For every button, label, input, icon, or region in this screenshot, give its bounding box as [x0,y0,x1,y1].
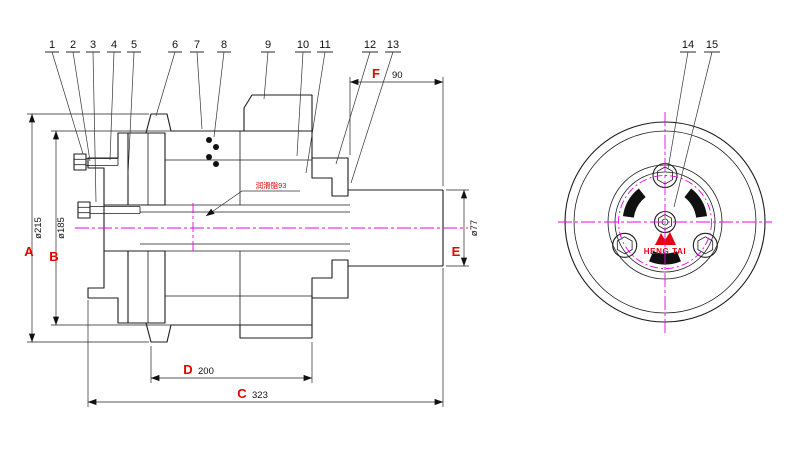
callout-13: 13 [387,39,399,51]
callout-8: 8 [221,39,227,51]
callout-9: 9 [265,39,271,51]
callout-10: 10 [297,39,309,51]
leader-arrow [205,190,300,217]
cover-bolts [612,162,718,258]
callout-6: 6 [172,39,178,51]
dim-letter-E: E [452,244,461,259]
dim-letter-B: B [49,249,58,264]
dim-value-B: ø185 [56,217,67,239]
centerlines [75,112,772,334]
callout-7: 7 [194,39,200,51]
callout-4: 4 [111,39,117,51]
dim-value-E: ø77 [469,220,480,236]
dim-value-C: 323 [252,390,268,401]
callout-leaders [51,51,713,208]
bolt-circle [618,175,712,269]
callout-2: 2 [70,39,76,51]
roller-body [104,94,350,343]
axle-bolt-lower [77,201,141,219]
logo-mountain-icon [655,232,676,245]
callout-3: 3 [90,39,96,51]
section-view: 润滑脂93 A ø215 B ø185 C 323 D [24,66,480,407]
bracket-section [243,94,313,132]
dim-letter-C: C [237,386,247,401]
grease-note: 润滑脂93 [205,180,300,217]
cover-bolt-upper [73,153,119,171]
dim-letter-D: D [183,362,192,377]
callout-11: 11 [319,39,330,51]
seal-collar [311,157,349,299]
callout-5: 5 [131,39,137,51]
callout-12: 12 [364,39,376,51]
dim-letter-F: F [372,66,380,81]
dim-letter-A: A [24,244,34,259]
part-callouts: 1 2 3 4 5 6 7 8 9 10 11 12 13 14 15 [45,39,720,208]
seal-rings [206,137,219,167]
callout-1: 1 [49,39,55,51]
callout-14: 14 [682,39,694,51]
dim-value-F: 90 [392,70,403,81]
callout-15: 15 [706,39,718,51]
dim-value-A: ø215 [33,217,44,239]
dim-value-D: 200 [198,366,214,377]
dimensions: A ø215 B ø185 C 323 D 200 E ø77 [24,66,480,407]
stamp-text: 润滑脂93 [256,180,287,190]
